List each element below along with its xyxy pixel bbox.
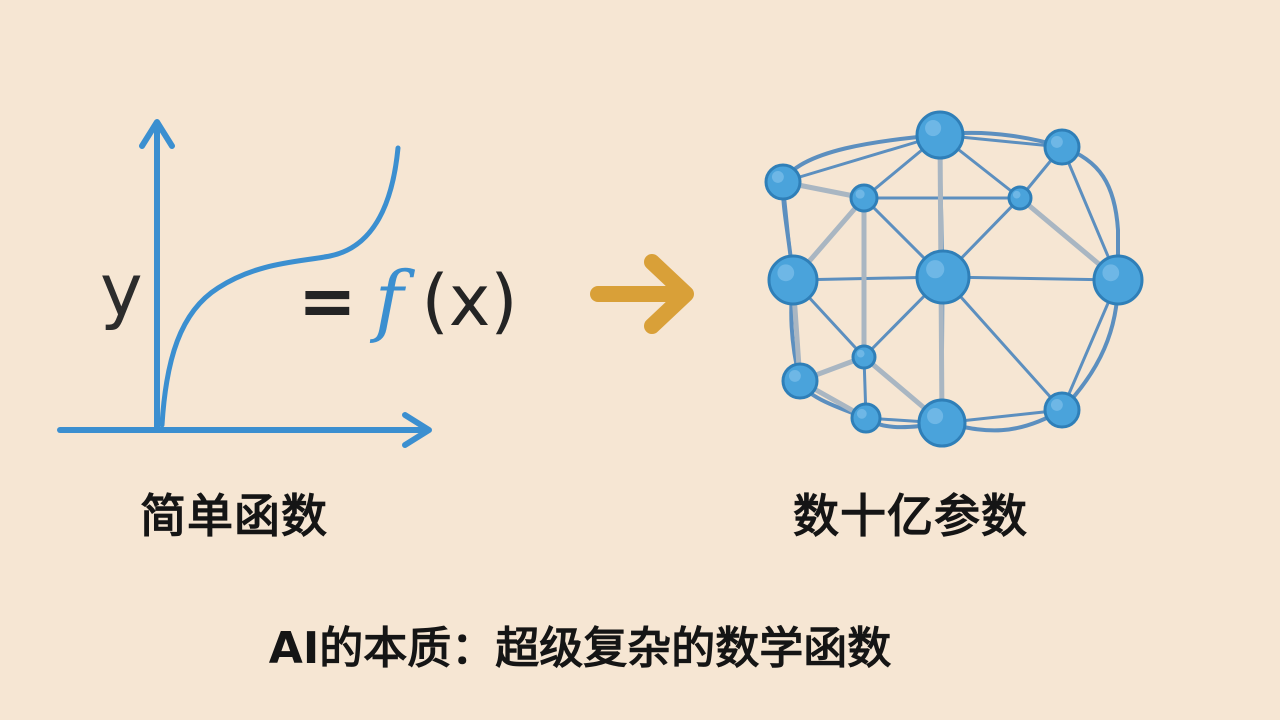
y-axis-arrowhead-icon: [139, 119, 175, 149]
network-node: [915, 249, 971, 305]
formula: = f (x): [298, 256, 518, 346]
simple-function-caption: 简单函数: [140, 489, 328, 543]
network-edge: [941, 275, 1120, 282]
function-curve: [159, 145, 401, 428]
neural-network: [764, 110, 1144, 448]
network-node: [849, 183, 879, 213]
billions-parameters-caption: 数十亿参数: [793, 489, 1028, 543]
network-node: [917, 398, 967, 448]
network-node-highlight: [1102, 264, 1120, 282]
tagline: AI的本质：超级复杂的数学函数: [268, 623, 892, 674]
network-node: [781, 362, 819, 400]
network-edge: [941, 275, 1064, 412]
network-edge: [781, 133, 942, 184]
equals-sign: =: [298, 260, 357, 342]
network-node-highlight: [771, 170, 784, 183]
network-node-highlight: [1012, 190, 1021, 199]
transform-arrow: [590, 254, 694, 334]
function-name: f: [374, 256, 404, 346]
network-node-highlight: [856, 408, 867, 419]
function-graph: [57, 119, 432, 448]
network-node-highlight: [926, 260, 945, 279]
x-axis-arrowhead-icon: [402, 412, 432, 448]
network-node-highlight: [1050, 135, 1063, 148]
network-node: [1092, 254, 1144, 306]
network-node: [915, 110, 965, 160]
arrow-right-icon: [644, 254, 694, 334]
network-node-highlight: [1050, 398, 1063, 411]
network-node: [1043, 391, 1081, 429]
y-variable: y: [100, 248, 143, 332]
network-node-highlight: [856, 349, 865, 358]
network-node: [1007, 185, 1033, 211]
network-node: [1043, 128, 1081, 166]
network-node-highlight: [788, 369, 801, 382]
network-node: [764, 163, 802, 201]
network-node: [767, 254, 819, 306]
network-node-highlight: [927, 408, 944, 425]
network-node-highlight: [777, 264, 795, 282]
network-node-highlight: [855, 189, 865, 199]
network-node-highlight: [925, 120, 942, 137]
network-node: [851, 344, 877, 370]
network-node: [850, 402, 882, 434]
function-argument: (x): [421, 260, 518, 342]
